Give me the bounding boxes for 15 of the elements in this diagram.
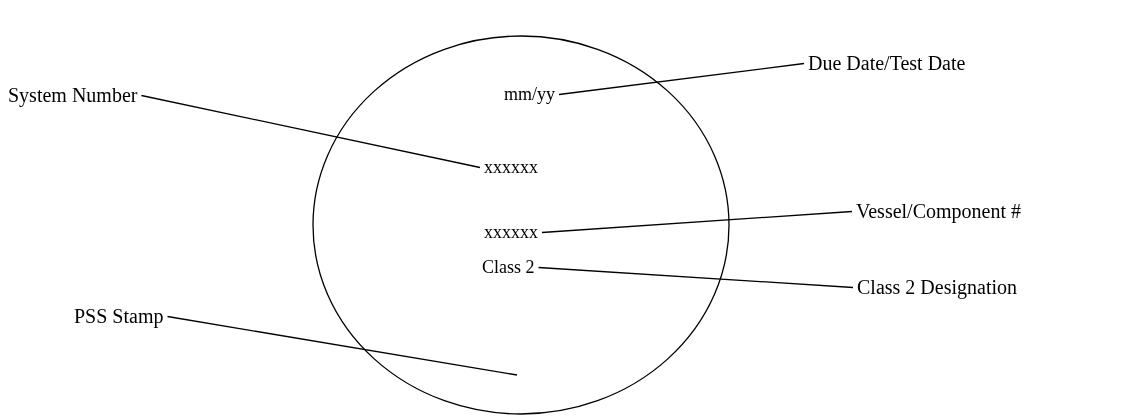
- stamp-field-text: xxxxxx: [484, 157, 538, 178]
- callout-label: Due Date/Test Date: [808, 52, 966, 75]
- leader-line: [541, 210, 853, 234]
- stamp-field-text: mm/yy: [504, 84, 555, 105]
- leader-line: [537, 266, 854, 289]
- leader-line: [140, 94, 481, 169]
- callout-label: Class 2 Designation: [857, 276, 1017, 299]
- stamp-field-text: Class 2: [482, 257, 535, 278]
- leader-line: [558, 62, 805, 96]
- stamp-field-text: xxxxxx: [484, 222, 538, 243]
- stamp-circle: [312, 35, 730, 415]
- leader-line: [166, 315, 518, 376]
- callout-label: System Number: [8, 84, 138, 107]
- callout-label: Vessel/Component #: [856, 200, 1021, 223]
- callout-label: PSS Stamp: [74, 305, 164, 328]
